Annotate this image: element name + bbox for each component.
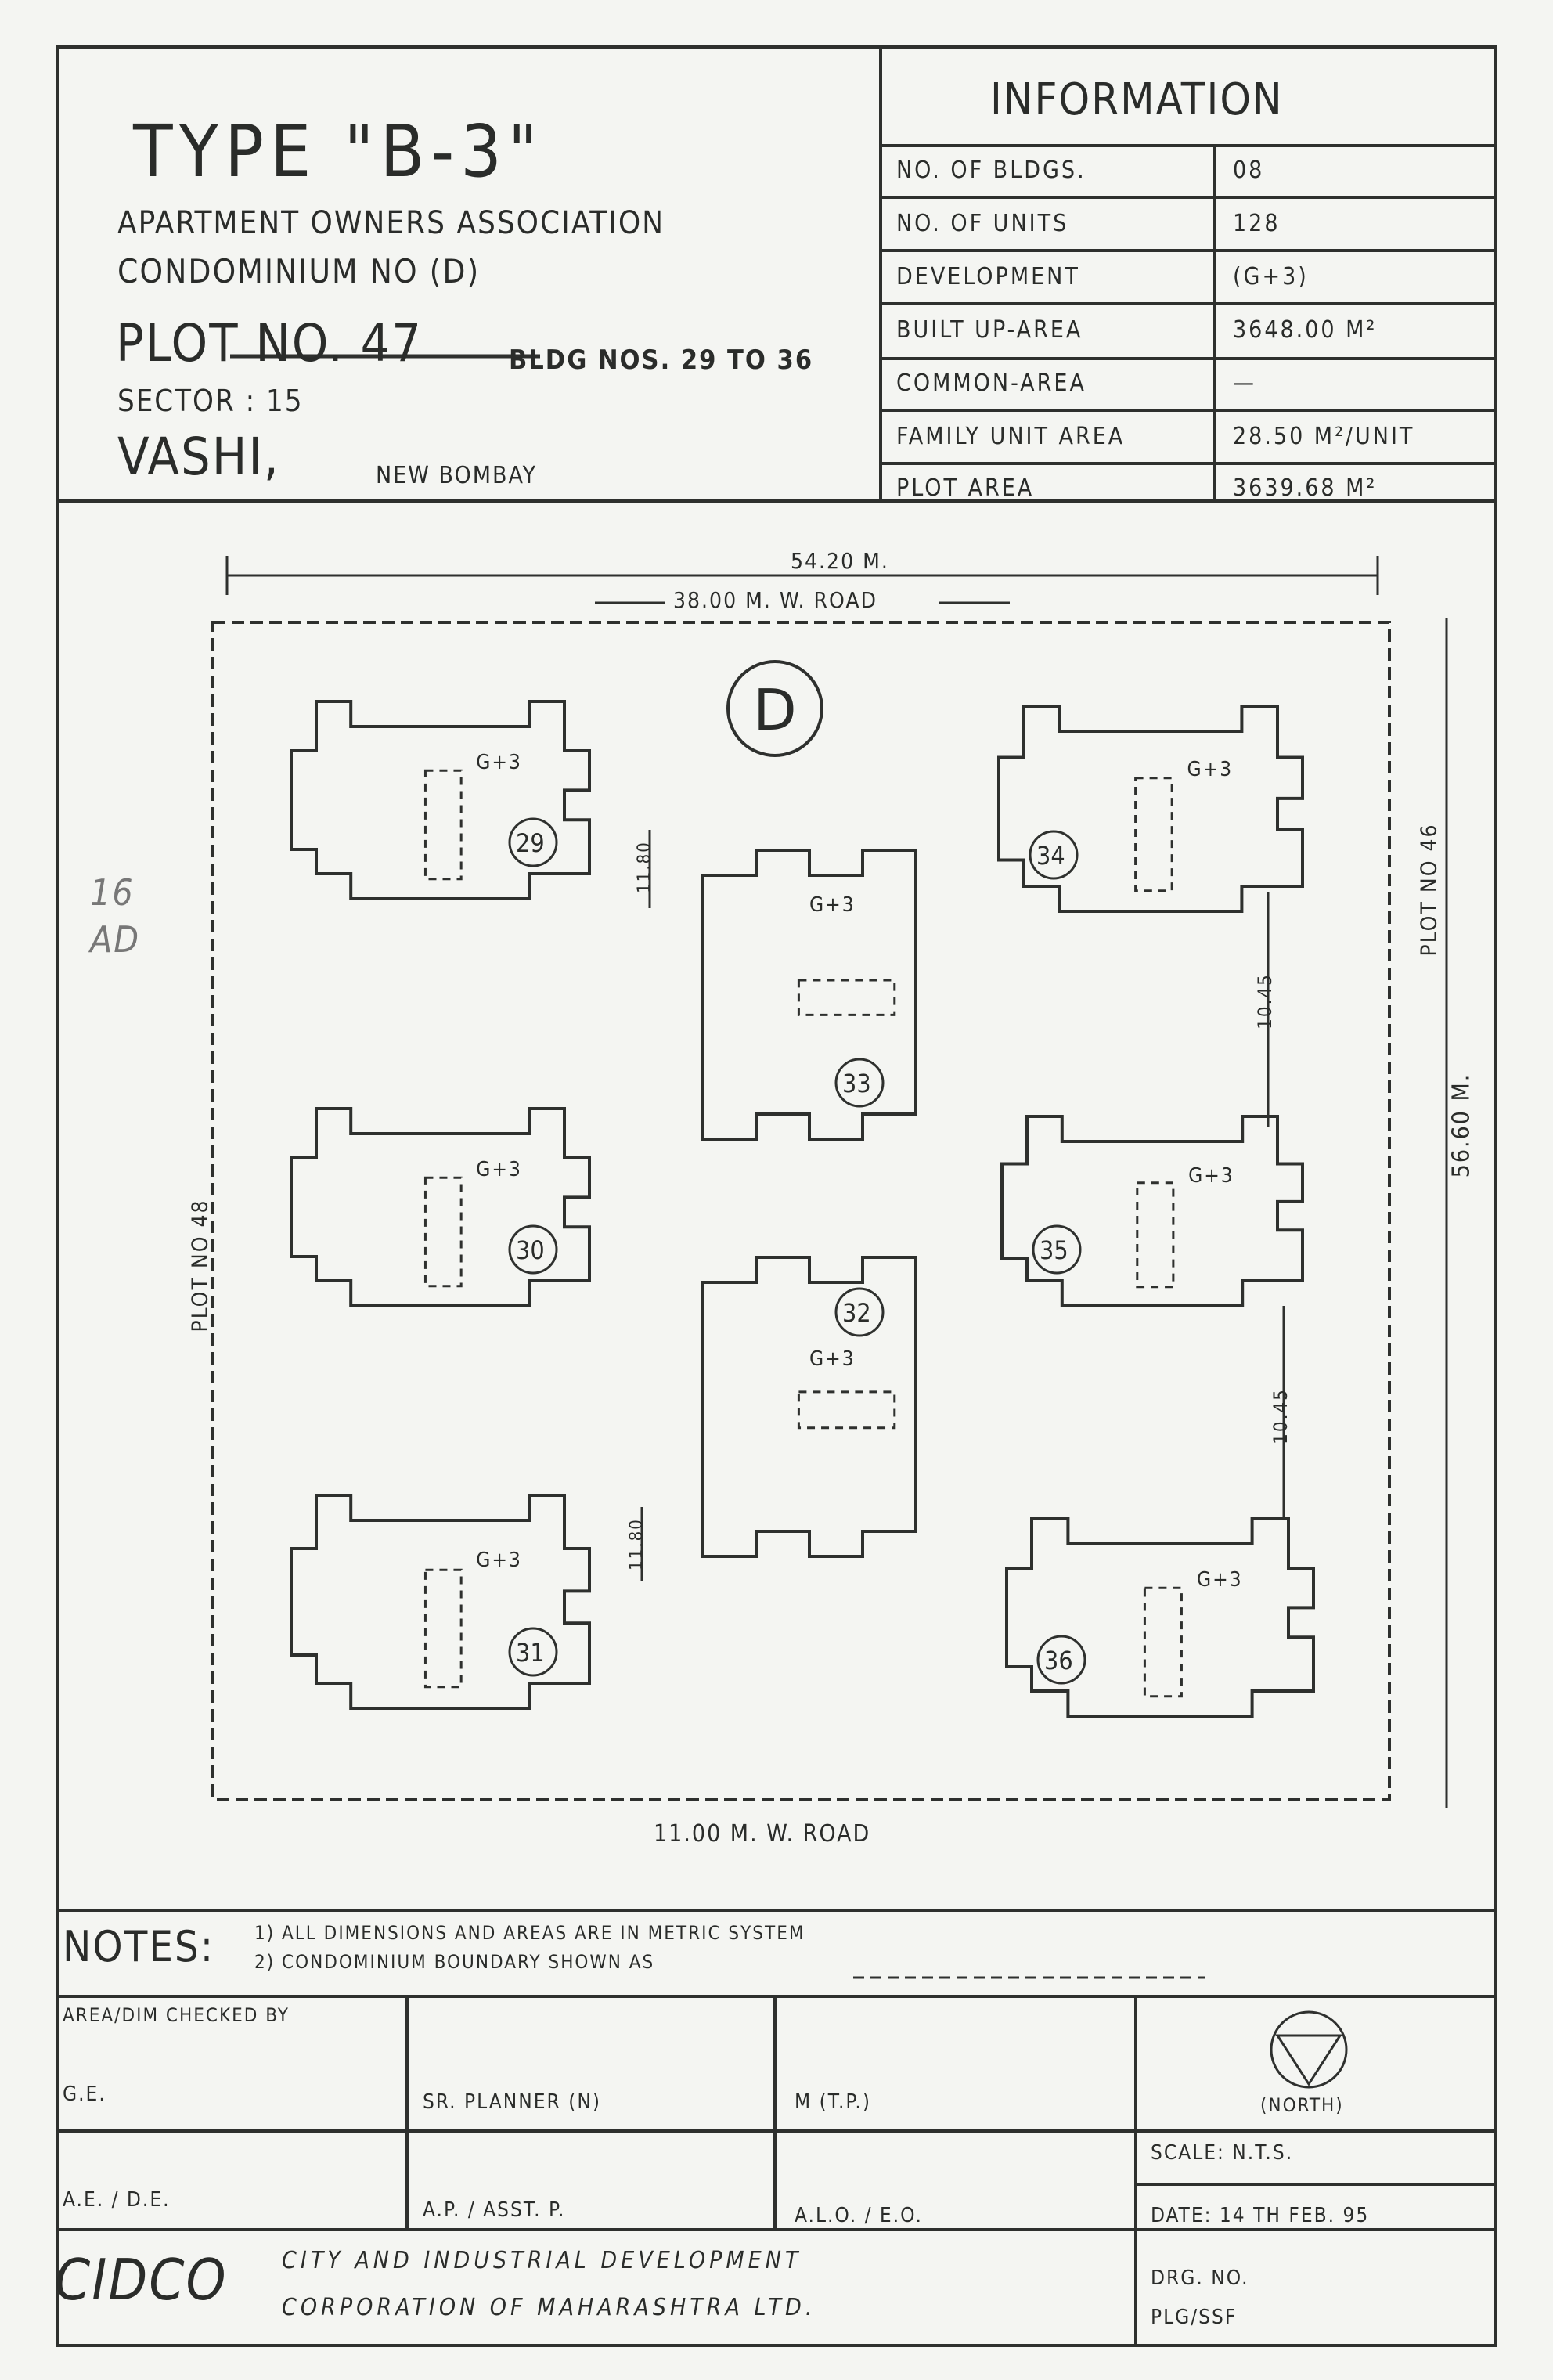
info-label: NO. OF UNITS bbox=[896, 210, 1069, 237]
info-value: 3639.68 M² bbox=[1233, 474, 1378, 502]
association: APARTMENT OWNERS ASSOCIATION bbox=[117, 205, 665, 241]
north-label: (NORTH) bbox=[1260, 2094, 1344, 2116]
info-value: (G+3) bbox=[1233, 263, 1309, 290]
building-footprint bbox=[1005, 1517, 1315, 1718]
building-number-circle bbox=[508, 1627, 558, 1677]
info-value: 128 bbox=[1233, 210, 1281, 237]
gap-dimension: 11.80 bbox=[634, 841, 654, 893]
building-number-circle bbox=[834, 1287, 885, 1337]
org-name-line1: CITY AND INDUSTRIAL DEVELOPMENT bbox=[282, 2247, 802, 2274]
drawing-no-label: DRG. NO. bbox=[1151, 2266, 1249, 2290]
building-number: 35 bbox=[1040, 1235, 1068, 1265]
org-name-line2: CORPORATION OF MAHARASHTRA LTD. bbox=[282, 2294, 816, 2321]
condominium-no: CONDOMINIUM NO (D) bbox=[117, 252, 481, 290]
plot-height-dimension: 56.60 M. bbox=[1447, 1073, 1476, 1178]
building-development: G+3 bbox=[476, 1158, 522, 1181]
ae-de: A.E. / D.E. bbox=[63, 2188, 171, 2212]
building-development: G+3 bbox=[809, 1347, 856, 1371]
info-value: — bbox=[1233, 370, 1256, 397]
m-tp: M (T.P.) bbox=[795, 2090, 871, 2114]
plot-no: PLOT NO. 47 bbox=[116, 313, 423, 373]
city: VASHI, bbox=[117, 427, 280, 487]
stair-core bbox=[1134, 777, 1173, 892]
building-footprint bbox=[1000, 1115, 1304, 1307]
info-label: COMMON-AREA bbox=[896, 370, 1086, 397]
info-value: 3648.00 M² bbox=[1233, 316, 1378, 344]
notes-title: NOTES: bbox=[63, 1922, 215, 1971]
building-footprint bbox=[701, 849, 917, 1141]
note-2: 2) CONDOMINIUM BOUNDARY SHOWN AS bbox=[254, 1951, 655, 1973]
gap-dimension: 10.45 bbox=[1253, 973, 1276, 1030]
condominium-letter: D bbox=[753, 677, 796, 743]
handwritten-margin-note: 16 AD bbox=[90, 871, 141, 961]
building-number: 34 bbox=[1036, 841, 1065, 871]
left-plot-label: PLOT NO 48 bbox=[186, 1199, 213, 1332]
condominium-mark bbox=[726, 660, 823, 757]
building-footprint bbox=[290, 1107, 591, 1307]
drawing-no-value: PLG/SSF bbox=[1151, 2306, 1238, 2329]
condominium-boundary bbox=[211, 621, 1391, 1801]
stair-core bbox=[1143, 1586, 1183, 1698]
building-number-circle bbox=[834, 1058, 885, 1108]
note-1: 1) ALL DIMENSIONS AND AREAS ARE IN METRI… bbox=[254, 1922, 805, 1944]
sr-planner: SR. PLANNER (N) bbox=[423, 2090, 601, 2114]
region: NEW BOMBAY bbox=[376, 462, 538, 489]
building-number: 29 bbox=[516, 828, 545, 858]
info-value: 28.50 M²/UNIT bbox=[1233, 423, 1415, 450]
information-title: INFORMATION bbox=[990, 74, 1284, 125]
ap-asst-p: A.P. / ASST. P. bbox=[423, 2198, 566, 2222]
checked-by-ge: G.E. bbox=[63, 2082, 106, 2106]
building-number-circle bbox=[1032, 1224, 1082, 1275]
info-label: DEVELOPMENT bbox=[896, 263, 1080, 290]
info-label: PLOT AREA bbox=[896, 474, 1035, 502]
building-number: 31 bbox=[516, 1638, 545, 1668]
stair-core bbox=[1136, 1181, 1175, 1289]
building-footprint bbox=[290, 1494, 591, 1710]
alo-eo: A.L.O. / E.O. bbox=[795, 2204, 923, 2227]
building-development: G+3 bbox=[476, 751, 522, 774]
building-numbers: BLDG NOS. 29 TO 36 bbox=[509, 344, 814, 376]
info-label: NO. OF BLDGS. bbox=[896, 157, 1086, 184]
plot-width-dimension: 54.20 M. bbox=[791, 548, 889, 574]
info-label: FAMILY UNIT AREA bbox=[896, 423, 1126, 450]
building-number: 33 bbox=[842, 1069, 871, 1098]
sector: SECTOR : 15 bbox=[117, 384, 304, 418]
building-number: 32 bbox=[842, 1298, 871, 1328]
stair-core bbox=[797, 1390, 896, 1430]
scale: SCALE: N.T.S. bbox=[1151, 2141, 1294, 2165]
stair-core bbox=[423, 769, 463, 881]
building-development: G+3 bbox=[1197, 1568, 1243, 1592]
cidco-logo: CIDCO bbox=[55, 2247, 228, 2313]
building-footprint bbox=[701, 1256, 917, 1558]
stair-core bbox=[797, 979, 896, 1016]
checked-by-label: AREA/DIM CHECKED BY bbox=[63, 2004, 290, 2026]
building-development: G+3 bbox=[809, 893, 856, 918]
right-plot-label: PLOT NO 46 bbox=[1415, 823, 1442, 957]
building-development: G+3 bbox=[1187, 757, 1234, 781]
building-number-circle bbox=[1029, 830, 1079, 880]
building-number: 30 bbox=[516, 1235, 545, 1265]
stair-core bbox=[423, 1176, 463, 1288]
building-footprint bbox=[997, 705, 1304, 913]
building-development: G+3 bbox=[476, 1549, 522, 1572]
gap-dimension: 10.45 bbox=[1269, 1388, 1292, 1444]
building-number-circle bbox=[508, 817, 558, 867]
building-number-circle bbox=[508, 1224, 558, 1275]
building-development: G+3 bbox=[1188, 1163, 1234, 1188]
info-label: BUILT UP-AREA bbox=[896, 316, 1083, 344]
stair-core bbox=[423, 1568, 463, 1689]
building-number: 36 bbox=[1044, 1646, 1073, 1675]
drawing-type: TYPE "B-3" bbox=[133, 110, 544, 193]
top-road-label: 38.00 M. W. ROAD bbox=[673, 587, 877, 613]
building-number-circle bbox=[1036, 1635, 1086, 1685]
bottom-road-label: 11.00 M. W. ROAD bbox=[654, 1820, 871, 1848]
outer-border bbox=[56, 45, 1497, 2347]
info-value: 08 bbox=[1233, 157, 1265, 184]
date: DATE: 14 TH FEB. 95 bbox=[1151, 2204, 1370, 2227]
gap-dimension: 11.80 bbox=[626, 1518, 647, 1570]
building-footprint bbox=[290, 700, 591, 900]
